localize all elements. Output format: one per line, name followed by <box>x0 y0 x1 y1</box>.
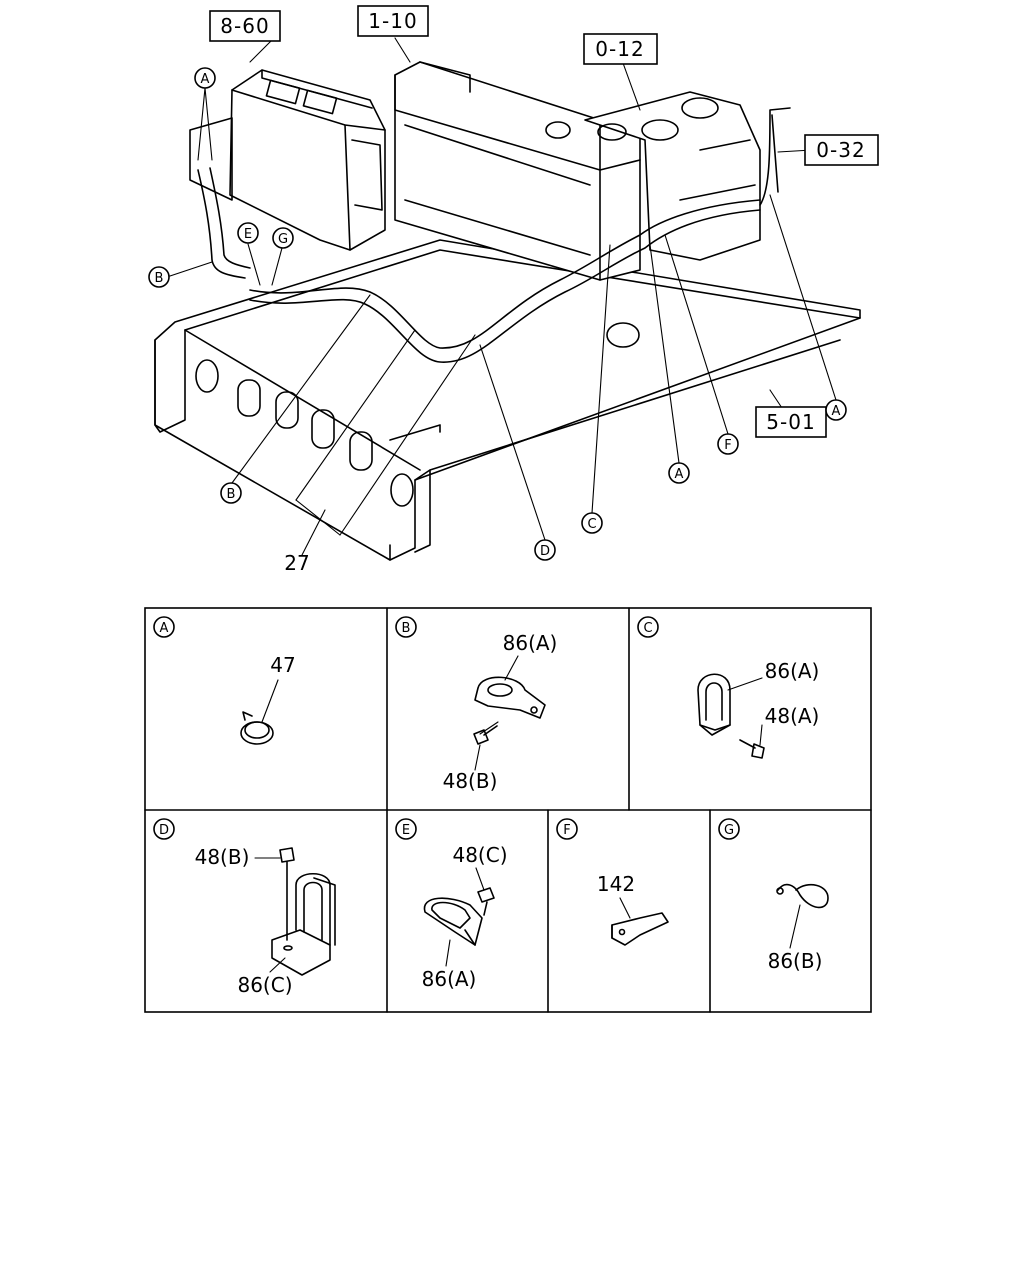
svg-text:A: A <box>675 467 684 482</box>
ref-box-1-10: 1-10 <box>357 5 429 37</box>
loop-clamp-icon <box>697 673 731 736</box>
callout-d: D <box>534 539 556 561</box>
svg-text:F: F <box>724 438 731 453</box>
ref-box-8-60: 8-60 <box>209 10 281 42</box>
bolt-d-icon <box>279 847 295 941</box>
callout-c: C <box>581 512 603 534</box>
part-86b-label: 86(B) <box>768 949 823 973</box>
bolt-icon <box>473 725 498 745</box>
bracket-clamp-icon <box>271 872 336 976</box>
bolt-e-icon <box>477 887 495 916</box>
callout-a-bottom: A <box>668 462 690 484</box>
part-86a-label: 86(A) <box>503 631 558 655</box>
part-47-label: 47 <box>270 653 295 677</box>
strap-clamp-icon <box>423 897 483 946</box>
svg-text:A: A <box>832 404 841 419</box>
svg-text:A: A <box>160 621 169 636</box>
part-86a-c-label: 86(A) <box>765 659 820 683</box>
svg-text:1-10: 1-10 <box>368 9 417 33</box>
svg-text:8-60: 8-60 <box>220 14 269 38</box>
part-142-label: 142 <box>597 872 635 896</box>
part-27-label: 27 <box>284 551 309 575</box>
svg-text:E: E <box>244 227 252 242</box>
part-48b-d-label: 48(B) <box>195 845 250 869</box>
svg-text:C: C <box>643 621 652 636</box>
part-48b-label: 48(B) <box>443 769 498 793</box>
callout-e: E <box>237 222 259 244</box>
callout-f: F <box>717 433 739 455</box>
part-86c-label: 86(C) <box>237 973 292 997</box>
callout-g: G <box>272 227 294 249</box>
detail-a: A 47 <box>153 616 296 745</box>
detail-f: F 142 <box>556 818 669 946</box>
detail-c: C 86(A) 48(A) <box>637 616 820 759</box>
overview-illustration: 8-60 1-10 0-12 0-32 5-01 A A B <box>148 5 879 575</box>
p-clamp-icon <box>474 676 546 719</box>
svg-text:B: B <box>402 621 411 636</box>
bolt-c-icon <box>739 739 765 759</box>
heater-unit <box>189 69 386 251</box>
svg-text:0-12: 0-12 <box>595 37 644 61</box>
heater-hose <box>197 107 791 363</box>
svg-text:D: D <box>540 544 550 559</box>
detail-d: D 48(B) 86(C) <box>153 818 336 997</box>
svg-text:F: F <box>563 823 570 838</box>
part-48c-label: 48(C) <box>452 843 507 867</box>
svg-text:D: D <box>159 823 169 838</box>
svg-text:B: B <box>227 487 236 502</box>
hose-clamp-icon <box>240 711 274 745</box>
callout-b-bottom: B <box>220 482 242 504</box>
detail-e: E 48(C) 86(A) <box>395 818 508 991</box>
bracket-plate-icon <box>611 912 669 946</box>
wire-clip-icon <box>776 883 829 909</box>
svg-text:C: C <box>587 517 596 532</box>
svg-text:0-32: 0-32 <box>816 138 865 162</box>
svg-text:E: E <box>402 823 410 838</box>
svg-text:B: B <box>155 271 164 286</box>
ref-box-0-32: 0-32 <box>804 134 879 166</box>
detail-grid <box>144 607 872 1013</box>
callout-a-engine: A <box>825 399 847 421</box>
part-48a-label: 48(A) <box>765 704 820 728</box>
svg-text:G: G <box>724 823 734 838</box>
detail-g: G 86(B) <box>718 818 829 973</box>
svg-text:5-01: 5-01 <box>766 410 815 434</box>
ref-box-0-12: 0-12 <box>583 33 658 65</box>
callout-a-heater: A <box>194 67 216 89</box>
svg-text:G: G <box>278 232 288 247</box>
engine-block <box>584 91 761 261</box>
chassis-frame <box>154 239 861 561</box>
part-86a-e-label: 86(A) <box>422 967 477 991</box>
ref-box-5-01: 5-01 <box>755 406 827 438</box>
callout-b-left: B <box>148 266 170 288</box>
detail-b: B 86(A) 48(B) <box>395 616 558 793</box>
svg-text:A: A <box>201 72 210 87</box>
radiator <box>394 61 641 348</box>
